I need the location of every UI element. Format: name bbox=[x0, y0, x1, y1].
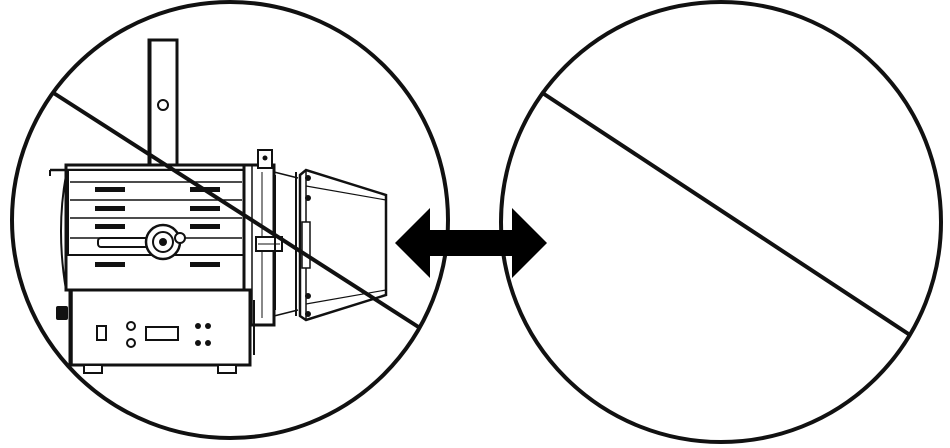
right-prohibition-slash bbox=[539, 90, 912, 337]
right-frame-circle bbox=[499, 0, 943, 444]
left-panel bbox=[10, 0, 450, 440]
double-arrow-icon bbox=[395, 208, 547, 278]
right-panel bbox=[499, 0, 943, 444]
left-prohibition-slash bbox=[50, 90, 422, 330]
